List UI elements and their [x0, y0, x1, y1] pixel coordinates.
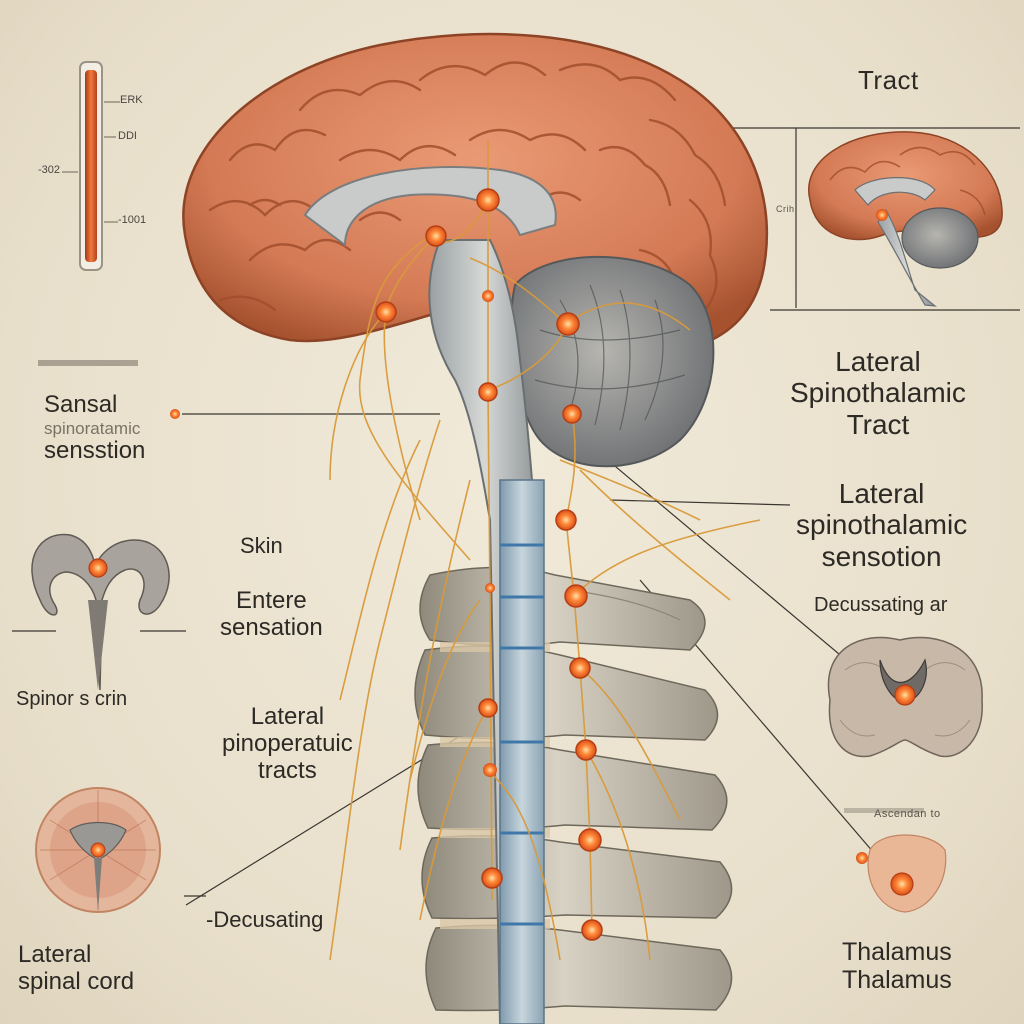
lateral-cord-line-1: Lateral [18, 941, 92, 968]
lateral-tract-label: Lateral Spinothalamic Tract [790, 346, 966, 440]
entere-line-1: Entere [236, 587, 307, 614]
lateral-cord-label: Lateral spinal cord [18, 941, 135, 996]
scale-label-mid: DDI [118, 130, 137, 142]
sansal-line-3: sensstion [44, 436, 146, 464]
label-decoration [38, 360, 924, 813]
lateral-tract-line-3: Tract [846, 408, 910, 440]
tract-top-label: Tract [858, 65, 919, 95]
sansal-line-2: spinoratamic [44, 418, 141, 438]
tract-nodes [170, 188, 603, 941]
cranial-side-label: Crih [776, 204, 795, 214]
sansal-label: Sansal spinoratamic sensstion [44, 391, 146, 465]
thalamus-line-1: Thalamus [842, 938, 952, 966]
spinor-crin-label: Spinor s crin [16, 688, 128, 710]
lateral-tracts-line-3: tracts [258, 756, 317, 784]
decussating-ar-label: Decussating ar [814, 594, 948, 616]
thalamus-label: Thalamus Thalamus [842, 938, 952, 994]
vertebrae [414, 566, 733, 1012]
lateral-tract-line-1: Lateral [835, 346, 921, 377]
scale-label-top: ERK [120, 94, 143, 106]
entere-line-2: sensation [220, 613, 323, 641]
entere-label: Entere sensation [220, 587, 323, 642]
scale-label-left: -302 [38, 164, 61, 176]
scale-label-low: -1001 [118, 214, 147, 226]
lateral-sensation-line-2: spinothalamic [796, 509, 968, 541]
inset-thalamus-section [827, 636, 983, 758]
lateral-tracts-line-2: pinoperatuic [222, 729, 353, 757]
inset-thalamus-node [856, 834, 947, 913]
lateral-sensation-label: Lateral spinothalamic sensotion [796, 478, 967, 572]
inset-cord-section [35, 787, 161, 913]
lateral-tract-line-2: Spinothalamic [790, 377, 966, 409]
inset-skin-structure [31, 533, 170, 691]
lateral-cord-line-2: spinal cord [18, 967, 135, 995]
cerebrum [182, 32, 769, 1024]
scale-bar [62, 61, 120, 271]
ascending-label: Ascendan to [874, 808, 941, 820]
thalamus-line-2: Thalamus [842, 966, 952, 994]
skin-label: Skin [240, 533, 283, 558]
lateral-tracts-line-1: Lateral [250, 703, 325, 730]
sansal-line-1: Sansal [44, 391, 118, 418]
inset-brain [807, 131, 1003, 307]
lateral-tracts-label: Lateral pinoperatuic tracts [222, 703, 353, 785]
decussating-bottom-label: -Decusating [206, 907, 324, 932]
lateral-sensation-line-3: sensotion [821, 540, 942, 572]
lateral-sensation-line-1: Lateral [838, 478, 925, 509]
